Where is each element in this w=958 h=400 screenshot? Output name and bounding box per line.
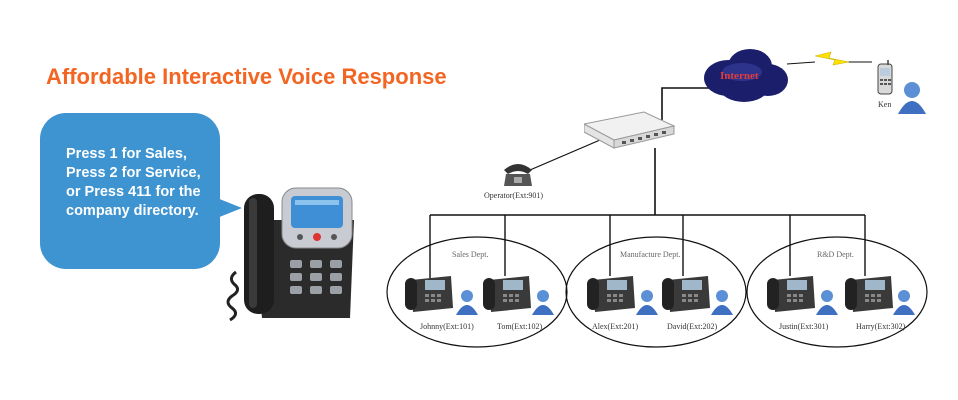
operator-phone-icon — [504, 164, 532, 186]
ip-phone-icon — [845, 276, 893, 312]
ivr-prompt-line: or Press 411 for the — [66, 184, 201, 200]
ip-phone-icon — [405, 276, 453, 312]
ip-phone-icon — [587, 276, 635, 312]
extension-label: Tom(Ext:102) — [497, 322, 543, 331]
internet-label: Internet — [720, 70, 759, 82]
extension-label: Justin(Ext:301) — [779, 322, 829, 331]
wireless-lightning-icon — [815, 51, 849, 66]
dept-ellipse-manufacture — [565, 236, 747, 348]
ivr-prompt-line: Press 1 for Sales, — [66, 146, 187, 162]
extension-label: Alex(Ext:201) — [592, 322, 639, 331]
ivr-prompt-line: Press 2 for Service, — [66, 165, 201, 181]
user-icon — [893, 290, 915, 315]
user-icon — [711, 290, 733, 315]
ivr-prompt-line: company directory. — [66, 203, 199, 219]
speech-bubble — [40, 113, 220, 269]
dept-title-manufacture: Manufacture Dept. — [620, 250, 681, 259]
operator-label: Operator(Ext:901) — [484, 191, 544, 200]
user-icon — [532, 290, 554, 315]
ip-phone-icon — [483, 276, 531, 312]
user-icon — [816, 290, 838, 315]
ip-phone-icon — [662, 276, 710, 312]
remote-user-label: Ken — [878, 100, 892, 109]
ivr-prompt-text: Press 1 for Sales, Press 2 for Service, … — [66, 145, 216, 221]
extension-label: David(Ext:202) — [667, 322, 718, 331]
dept-title-rd: R&D Dept. — [817, 250, 854, 259]
extension-label: Johnny(Ext:101) — [420, 322, 474, 331]
user-icon — [636, 290, 658, 315]
extension-label: Harry(Ext:302) — [856, 322, 906, 331]
desk-phone-icon — [226, 187, 354, 322]
remote-user-icon — [898, 82, 926, 114]
internet-cloud-icon — [704, 49, 788, 102]
user-icon — [456, 290, 478, 315]
headline: Affordable Interactive Voice Response — [46, 64, 447, 89]
mobile-phone-icon — [877, 60, 893, 95]
ip-phone-icon — [767, 276, 815, 312]
dept-title-sales: Sales Dept. — [452, 250, 489, 259]
dept-ellipse-rd — [746, 236, 928, 348]
ip-pbx-router-icon — [584, 111, 676, 149]
dept-ellipse-sales — [386, 236, 568, 348]
speech-bubble-tail — [212, 196, 242, 220]
